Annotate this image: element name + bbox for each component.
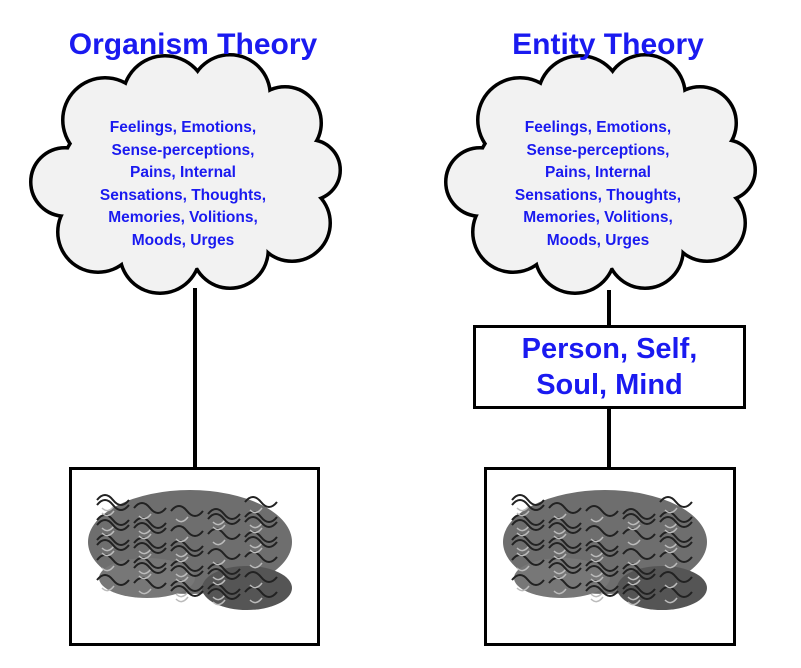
cloud-line: Moods, Urges (546, 231, 650, 249)
entity-title: Entity Theory (512, 28, 704, 61)
entity-connector-top (607, 290, 611, 327)
organism-connector (193, 288, 197, 470)
cloud-line: Memories, Volitions, (523, 209, 673, 226)
cloud-line: Sensations, Thoughts, (514, 186, 682, 204)
cloud-line: Sense-perceptions, (526, 141, 670, 159)
person-self-box: Person, Self, Soul, Mind (473, 325, 746, 409)
cloud-line: Feelings, Emotions, (524, 119, 672, 136)
cloud-line: Feelings, Emotions, (109, 119, 257, 136)
box-line: Person, Self, (521, 333, 698, 365)
entity-connector-bottom (607, 406, 611, 470)
cloud-line: Pains, Internal (545, 164, 651, 181)
organism-cloud-text: Feelings, Emotions, Sense-perceptions, P… (53, 117, 313, 252)
organism-cloud (29, 53, 342, 295)
cloud-line: Memories, Volitions, (108, 209, 258, 226)
cloud-line: Moods, Urges (131, 231, 235, 249)
entity-cloud-text: Feelings, Emotions, Sense-perceptions, P… (468, 117, 728, 252)
organism-title: Organism Theory (68, 28, 318, 61)
entity-brain-box (484, 467, 736, 646)
cloud-line: Sense-perceptions, (111, 141, 255, 159)
box-line: Soul, Mind (536, 369, 683, 401)
brain-image (503, 490, 707, 610)
brain-image (88, 490, 292, 610)
organism-brain-box (69, 467, 320, 646)
cloud-line: Pains, Internal (130, 164, 236, 181)
entity-cloud (444, 53, 757, 295)
cloud-line: Sensations, Thoughts, (99, 186, 267, 204)
